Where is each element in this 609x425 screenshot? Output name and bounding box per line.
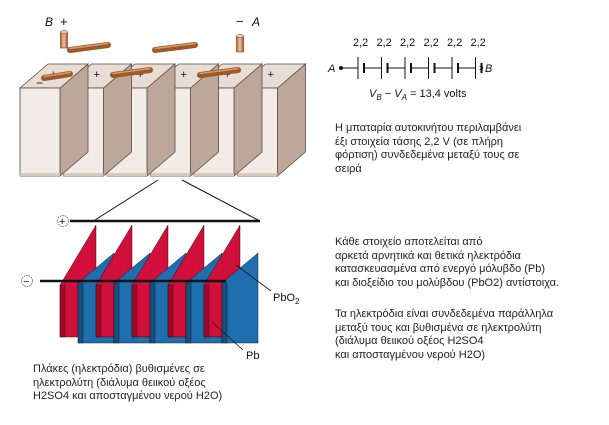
negative-plate-edge [185,282,192,344]
minus-marker: − [23,276,29,288]
cell-description-line: και διοξείδιο του μολύβδου (PbO2) αντίστ… [335,276,560,289]
circuit-node-a [339,66,343,70]
plus-marker-circle [57,215,69,227]
cell-plus-sign: + [137,69,143,81]
plates-caption-line: Πλάκες (ηλεκτρόδια) βυθισμένες σε [33,363,205,375]
parallel-description-line: μεταξύ τους και βυθισμένα σε ηλεκτρολύτη [335,321,542,334]
battery-description-line: έξι στοιχεία τάσης 2,2 V (σε πλήρη [335,135,503,148]
cell-voltage-label: 2,2 [471,37,486,49]
parallel-description-line: και αποσταγμένου νερού H2O) [335,348,486,361]
cell-base [20,173,60,176]
positive-plate-edge [131,284,138,338]
cell-connector-bar [197,67,241,78]
terminal-post-b-cap [60,30,68,34]
battery-description: Η μπαταρία αυτοκινήτου περιλαμβάνει έξι … [335,122,600,176]
cell-voltage-label: 2,2 [447,37,462,49]
parallel-description-line: (διάλυμα θειικού οξέος H2SO4 [335,335,484,347]
cell-base [107,173,147,176]
zoom-line-left [94,179,159,221]
negative-plate-edge [77,282,84,344]
battery-block: +−+−+−+−+−+− [18,30,307,177]
cell-gap [381,67,388,69]
cell-base [237,173,278,176]
cell-connector-bar [110,67,153,78]
cell-plus-sign: + [224,69,230,81]
pb-leader-line [211,321,244,351]
terminal-post-a [236,35,244,53]
pb-label: Pb [246,350,259,362]
parallel-description-line: Τα ηλεκτρόδια είναι συνδεδεμένα παράλληλ… [335,308,554,320]
series-circuit: 2,2 2,2 2,2 2,2 2,2 2,2 [339,37,486,79]
positive-plate-edge [203,284,210,338]
battery-description-line: Η μπαταρία αυτοκινήτου περιλαμβάνει [335,122,522,134]
battery-cell: +− [18,63,90,177]
cell-voltage-label: 2,2 [353,37,368,49]
cell-connector-bar [152,42,198,53]
positive-plate-edge [59,284,66,338]
cell-plus-sign: + [94,69,100,81]
cell-base [63,173,104,176]
cell-connector-highlight [69,42,109,50]
cell-voltage-label: 2,2 [400,37,415,49]
negative-plate-edge [221,282,228,344]
cell-connector-highlight [154,42,196,50]
terminal-a-label: A [251,15,260,29]
zoom-line-right [181,179,259,221]
cell-description-line: αρκετά αρνητικά και θετικά ηλεκτρόδια [335,249,521,262]
cell-description-line: κατασκευασμένα από ενεργό μόλυβδο (Pb) [335,263,546,275]
battery-description-line: φόρτιση) συνδεδεμένα μεταξύ τους σε [335,149,520,161]
plates-caption-line: H2SO4 και αποσταγμένου νερού H2O) [33,390,223,402]
cell-base [150,173,191,176]
plates-caption: Πλάκες (ηλεκτρόδια) βυθισμένες σε ηλεκτρ… [33,363,283,404]
terminal-b-sign: + [60,14,68,29]
positive-plate-edge [167,284,174,338]
cell-connector-highlight [112,67,151,75]
terminal-post-a-cap [236,34,244,38]
voltage-equation: VB − VA = 13,4 volts [369,88,467,102]
cell-connector-bar [41,71,73,81]
plates-caption-line: ηλεκτρολύτη (διάλυμα θειικού οξέος [33,376,206,389]
cell-minus-sign: − [36,76,43,90]
terminal-post-b [60,31,68,49]
cell-gap [475,67,482,69]
positive-plate-edge [95,284,102,338]
cell-voltage-label: 2,2 [424,37,439,49]
pbo2-label: PbO2 [273,292,300,306]
negative-plate-edge [113,282,120,344]
cell-gap [358,67,364,69]
circuit-left-terminal: A [327,63,335,75]
cell-gap [452,67,458,69]
cell-voltage-label: 2,2 [377,37,392,49]
electrode-plates [59,224,259,344]
terminal-a-sign: − [236,14,244,29]
cell-description: Κάθε στοιχείο αποτελείται από αρκετά αρν… [335,236,607,290]
cell-base [194,173,234,176]
cell-gap [428,67,435,69]
cell-description-line: Κάθε στοιχείο αποτελείται από [335,236,483,248]
circuit-right-terminal: B [485,63,492,75]
plus-marker: + [59,216,65,228]
cell-connector-highlight [199,67,239,75]
cell-gap [405,67,411,69]
negative-plate-edge [149,282,156,344]
cell-plus-sign: + [268,69,274,81]
parallel-description: Τα ηλεκτρόδια είναι συνδεδεμένα παράλληλ… [335,308,607,362]
cell-plus-sign: + [181,69,187,81]
minus-marker-circle [21,275,33,287]
pbo2-leader-line [235,264,272,292]
cell-front [19,87,61,177]
cell-connector-bar [67,42,111,53]
cell-connector-highlight [43,71,71,78]
battery-description-line: σειρά [335,162,362,175]
terminal-b-label: B [45,15,53,29]
